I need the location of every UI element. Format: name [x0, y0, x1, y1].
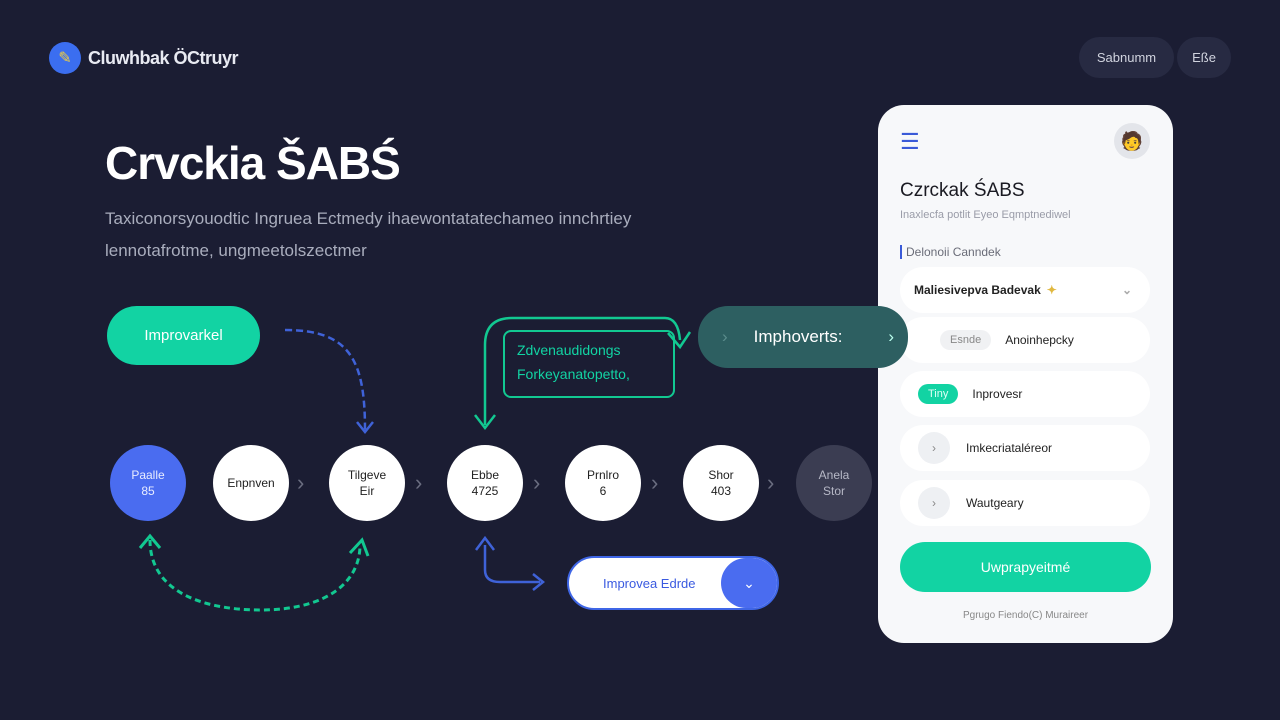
row-label: Inprovesr — [972, 387, 1023, 401]
panel-title: Czrckak ŚABS — [900, 180, 1025, 201]
panel-subtitle: Inaxlecfa potlit Eyeo Eqmptnediwel — [900, 209, 1071, 221]
node-label: Tilgeve — [347, 468, 387, 482]
arrowhead — [475, 535, 495, 551]
arrowhead — [138, 533, 162, 549]
node-label: Prnlro — [586, 468, 619, 482]
node-label: Shor — [708, 468, 734, 482]
arrow-right-icon: › — [651, 470, 659, 495]
chevron-right-icon: › — [888, 327, 894, 346]
improve-select[interactable]: Improvea Edrde ⌄ — [567, 556, 779, 610]
panel-dropdown[interactable]: Maliesivepva Badevak ✦ ⌄ — [900, 267, 1150, 313]
note-box: Zdvenaudidongs Forkeyanatopetto, — [503, 330, 675, 398]
node-label: Paalle — [131, 468, 165, 482]
flow-node[interactable]: Enpnven — [213, 445, 289, 521]
row-label: Anoinhepcky — [1005, 333, 1074, 347]
panel-row[interactable]: › Imkecriataléreor — [900, 425, 1150, 471]
note-line: Zdvenaudidongs — [517, 342, 621, 358]
chevron-right-icon: › — [918, 487, 950, 519]
primary-button[interactable]: Uwprapyeitmé — [900, 542, 1151, 592]
node-value: 4725 — [471, 484, 499, 498]
row-label: Wautgeary — [966, 496, 1024, 510]
note-line: Forkeyanatopetto, — [517, 366, 630, 382]
select-value: Improvea Edrde — [603, 575, 696, 591]
dropdown-value: Maliesivepva Badevak — [914, 283, 1041, 297]
chevron-down-icon: ⌄ — [1121, 283, 1132, 297]
arrow-right-icon: › — [297, 470, 305, 495]
arrowhead — [532, 573, 546, 591]
side-panel: ☰ 🧑 Czrckak ŚABS Inaxlecfa potlit Eyeo E… — [878, 105, 1173, 643]
improvements-pill[interactable]: › Imphoverts: › — [698, 306, 908, 368]
flow-node[interactable]: Paalle 85 — [110, 445, 186, 521]
flow-node[interactable]: Ebbe 4725 — [447, 445, 523, 521]
node-value: 6 — [599, 484, 607, 498]
arrow-right-icon: › — [533, 470, 541, 495]
page-title: Crvckia ŠABŚ — [105, 137, 401, 189]
node-value: Eir — [359, 484, 375, 498]
node-label: Anela — [818, 468, 850, 482]
panel-row[interactable]: › Wautgeary — [900, 480, 1150, 526]
chevron-right-icon: › — [918, 432, 950, 464]
avatar[interactable]: 🧑 — [1114, 123, 1150, 159]
node-label: Enpnven — [227, 476, 275, 490]
panel-row[interactable]: Esnde Anoinhepcky — [900, 317, 1150, 363]
chevron-right-icon: › — [722, 327, 728, 346]
header-button-2[interactable]: Eße — [1177, 37, 1231, 78]
blue-branch-arrow — [483, 545, 540, 584]
panel-footer: Pgrugo Fiendo(C) Muraireer — [962, 610, 1089, 621]
page-subtitle: Taxiconorsyouodtic Ingruea Ectmedy ihaew… — [105, 209, 632, 260]
row-badge: Esnde — [940, 330, 992, 350]
improvements-label: Imphoverts: — [753, 327, 843, 346]
chevron-down-icon[interactable]: ⌄ — [721, 558, 777, 608]
start-button[interactable]: Improvarkel — [107, 306, 260, 365]
green-loop-arrow — [483, 316, 682, 425]
app-logo: ✎ — [49, 42, 81, 74]
node-value: Stor — [822, 484, 845, 498]
menu-icon[interactable]: ☰ — [900, 129, 920, 154]
arrow-right-icon: › — [767, 470, 775, 495]
section-label: Delonoii Canndek — [900, 245, 1001, 259]
node-value: 403 — [710, 484, 732, 498]
arrowhead — [474, 414, 496, 431]
row-badge: Tiny — [918, 384, 959, 404]
row-label: Imkecriataléreor — [966, 441, 1053, 455]
node-label: Ebbe — [470, 468, 500, 482]
flow-node[interactable]: Prnlro 6 — [565, 445, 641, 521]
flow-node[interactable]: Shor 403 — [683, 445, 759, 521]
node-value: 85 — [141, 484, 155, 498]
brand-name: Cluwhbak ÖCtruyr — [88, 48, 239, 68]
dashed-loop-green — [148, 539, 362, 612]
star-icon: ✦ — [1046, 283, 1057, 297]
dashed-arrow-blue — [284, 328, 367, 431]
panel-row[interactable]: Tiny Inprovesr — [900, 371, 1150, 417]
arrowhead — [348, 537, 370, 557]
header-button-1[interactable]: Sabnumm — [1079, 37, 1174, 78]
arrowhead — [356, 421, 374, 435]
arrow-right-icon: › — [415, 470, 423, 495]
